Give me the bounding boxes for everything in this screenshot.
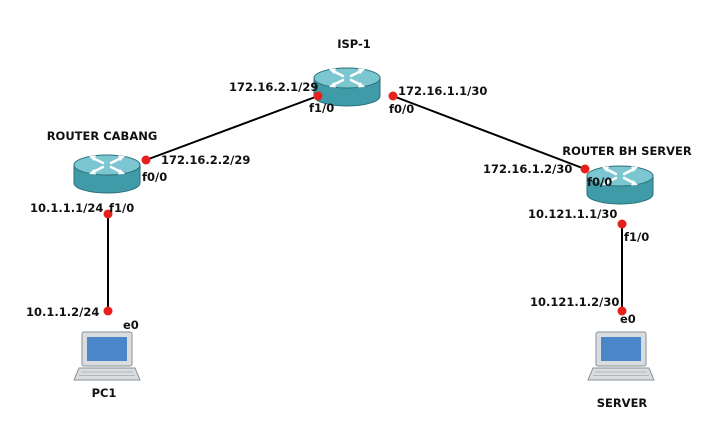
ip-label-isp-f0-0: 172.16.1.1/30 (398, 84, 487, 98)
port-dot-isp-f0-0[interactable] (388, 91, 398, 101)
laptop-icon (587, 331, 655, 381)
node-label-cabang: ROUTER CABANG (47, 129, 158, 143)
node-label-bh: ROUTER BH SERVER (562, 144, 692, 158)
ip-label-pc1-e0: 10.1.1.2/24 (26, 305, 99, 319)
ip-label-cabang-f0-0: 172.16.2.2/29 (161, 153, 250, 167)
host-pc1[interactable] (73, 331, 141, 381)
router-cabang[interactable] (72, 153, 142, 195)
port-label-bh-f1-0: f1/0 (624, 230, 649, 244)
host-server[interactable] (587, 331, 655, 381)
port-label-isp-f0-0: f0/0 (389, 102, 414, 116)
links (107, 95, 623, 311)
port-dot-bh-f0-0[interactable] (580, 164, 590, 174)
ip-label-cabang-f1-0: 10.1.1.1/24 (30, 201, 103, 215)
port-dot-bh-f1-0[interactable] (617, 219, 627, 229)
ip-label-bh-f1-0: 10.121.1.1/30 (528, 207, 617, 221)
port-label-cabang-f0-0: f0/0 (142, 170, 167, 184)
port-dot-pc1-e0[interactable] (103, 306, 113, 316)
node-label-server: SERVER (597, 396, 648, 410)
port-label-server-e0: e0 (620, 312, 636, 326)
ip-label-server-e0: 10.121.1.2/30 (530, 295, 619, 309)
ip-label-isp-f1-0: 172.16.2.1/29 (229, 80, 318, 94)
link-isp-bh[interactable] (392, 95, 586, 170)
ip-label-bh-f0-0: 172.16.1.2/30 (483, 162, 572, 176)
port-dot-isp-f1-0[interactable] (313, 91, 323, 101)
port-dot-cabang-f1-0[interactable] (103, 209, 113, 219)
node-label-isp: ISP-1 (337, 37, 371, 51)
port-label-cabang-f1-0: f1/0 (109, 201, 134, 215)
link-cabang-isp[interactable] (145, 95, 319, 161)
laptop-icon (73, 331, 141, 381)
port-label-pc1-e0: e0 (123, 318, 139, 332)
node-label-pc1: PC1 (92, 386, 117, 400)
port-dot-cabang-f0-0[interactable] (141, 155, 151, 165)
port-label-isp-f1-0: f1/0 (309, 101, 334, 115)
port-label-bh-f0-0: f0/0 (587, 175, 612, 189)
port-dot-server-e0[interactable] (617, 306, 627, 316)
port-dots (103, 91, 627, 316)
router-icon (72, 153, 142, 195)
